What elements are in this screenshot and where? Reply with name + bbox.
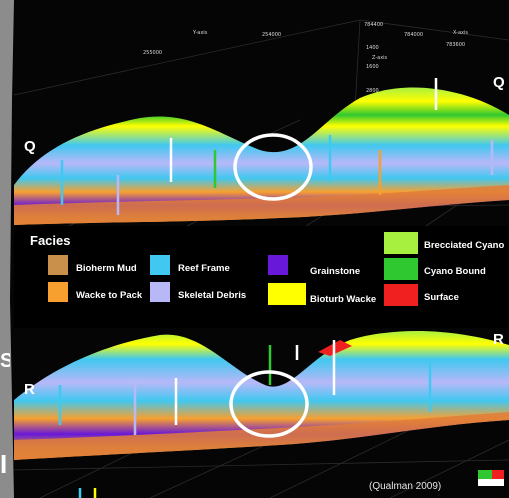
z-axis-label: Z-axis	[372, 55, 388, 61]
legend-swatch-skeletal-debris	[150, 282, 170, 302]
legend-swatch-bioherm-mud	[48, 255, 68, 275]
top-model	[14, 87, 509, 225]
bottom-highlight-circle	[229, 370, 309, 438]
top-wells	[60, 78, 494, 215]
bottom-wells	[58, 340, 432, 498]
legend-swatch-brecciated-cyano	[384, 232, 418, 254]
orientation-cube	[478, 470, 504, 486]
section-label-q-left: Q	[24, 138, 36, 155]
legend-label: Surface	[424, 292, 459, 303]
tick-label: 255000	[143, 50, 163, 56]
legend-swatch-cyano-bound	[384, 258, 418, 280]
y-axis-label: Y-axis	[193, 30, 208, 36]
citation: (Qualman 2009)	[369, 481, 442, 492]
legend-swatch-wacke-to-pack	[48, 282, 68, 302]
top-highlight-circle	[233, 133, 313, 201]
section-label-r-right: R	[493, 331, 504, 348]
tick-label: 2800	[366, 88, 379, 94]
tick-label: 1600	[366, 64, 379, 70]
legend-swatch-bioturb-wacke	[268, 283, 306, 305]
legend-label: Bioherm Mud	[76, 263, 137, 274]
legend-label: Grainstone	[310, 266, 361, 277]
legend-label: Reef Frame	[178, 263, 230, 274]
legend-swatch-grainstone	[268, 255, 288, 275]
legend-band	[14, 226, 509, 328]
tick-label: 1400	[366, 45, 379, 51]
legend-label: Skeletal Debris	[178, 290, 247, 301]
legend-swatch-surface	[384, 284, 418, 306]
legend-label: Bioturb Wacke	[310, 294, 377, 305]
side-mark: S	[0, 350, 10, 372]
legend-swatch-reef-frame	[150, 255, 170, 275]
side-mark: I	[0, 449, 8, 479]
legend-title: Facies	[30, 233, 71, 248]
tick-label: 783600	[446, 42, 466, 48]
legend-label: Wacke to Pack	[76, 290, 143, 301]
legend-label: Cyano Bound	[424, 266, 486, 277]
section-label-q-right: Q	[493, 74, 505, 91]
section-label-r-left: R	[24, 381, 35, 398]
legend-label: Brecciated Cyano	[424, 240, 505, 251]
tick-label: 254000	[262, 32, 282, 38]
x-axis-label: X-axis	[453, 30, 468, 36]
tick-label: 784000	[404, 32, 424, 38]
top-model-base	[14, 185, 509, 225]
tick-label: 784400	[364, 22, 384, 28]
